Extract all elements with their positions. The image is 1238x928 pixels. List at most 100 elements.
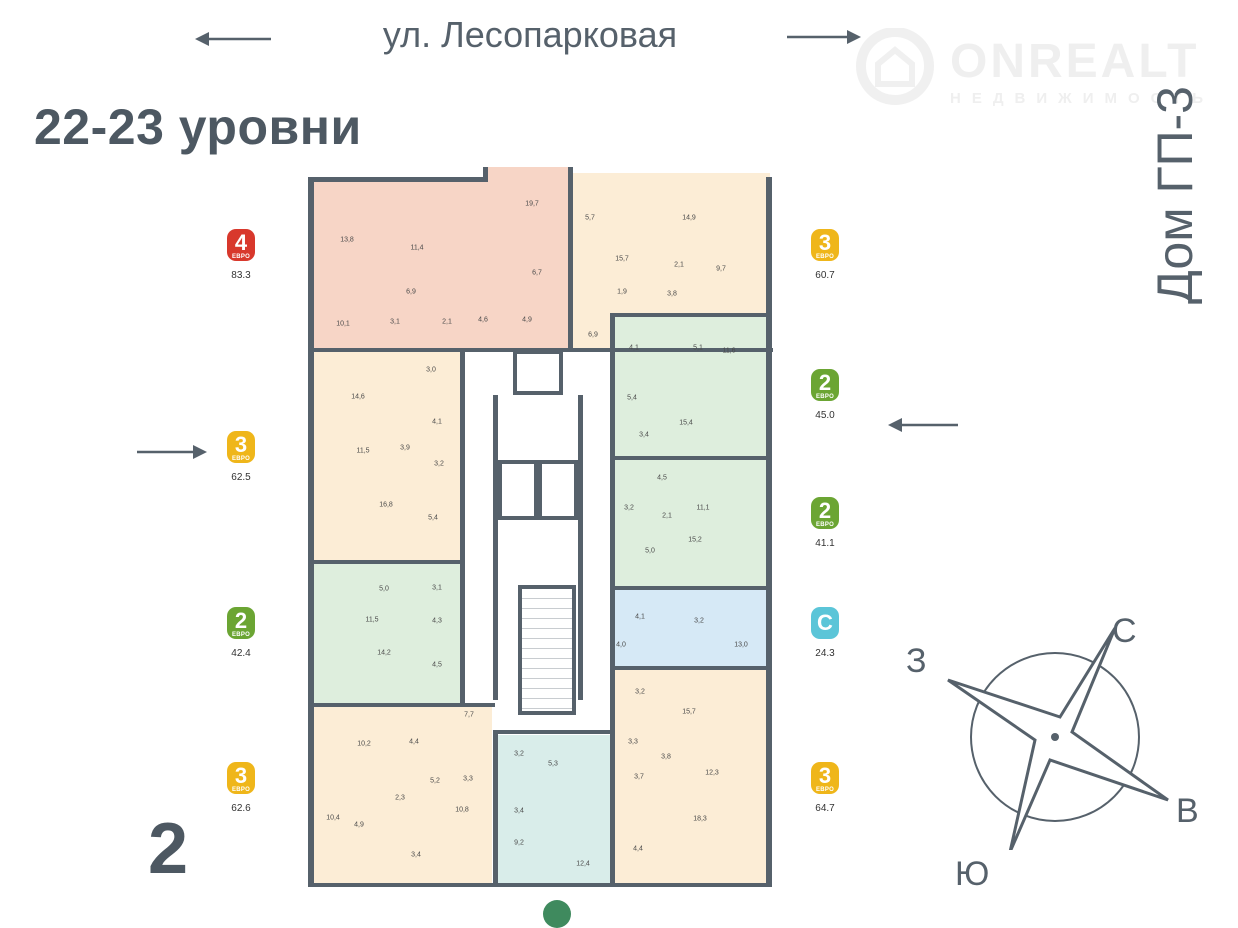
elevator bbox=[513, 350, 563, 395]
room-area-label: 1,9 bbox=[617, 288, 627, 296]
room-area-label: 5,1 bbox=[693, 344, 703, 352]
wall bbox=[568, 167, 573, 350]
room-area-label: 11,4 bbox=[410, 244, 424, 252]
euro-label: ЕВРО bbox=[815, 394, 835, 400]
floor-levels-title: 22-23 уровни bbox=[34, 99, 362, 155]
wall bbox=[610, 456, 772, 460]
room-count: 3 bbox=[234, 763, 248, 788]
room-area-label: 3,3 bbox=[628, 738, 638, 746]
apartment-3-top-right[interactable] bbox=[570, 173, 770, 315]
apartment-3-right-bottom[interactable] bbox=[612, 668, 770, 885]
room-area-label: 3,4 bbox=[411, 851, 421, 859]
room-area-label: 3,8 bbox=[667, 290, 677, 298]
euro-label: ЕВРО bbox=[231, 456, 251, 462]
apartment-2-right-top[interactable] bbox=[612, 315, 770, 458]
core-wall bbox=[578, 395, 583, 700]
arrow-left-icon bbox=[195, 32, 271, 46]
apartment-area: 24.3 bbox=[815, 648, 835, 659]
room-area-label: 4,9 bbox=[354, 821, 364, 829]
wall bbox=[610, 586, 772, 590]
watermark-brand: ONREALT bbox=[950, 35, 1200, 88]
floor-plan bbox=[308, 165, 773, 890]
room-area-label: 16,8 bbox=[379, 501, 393, 509]
euro-label: ЕВРО bbox=[231, 254, 251, 260]
room-area-label: 2,1 bbox=[674, 261, 684, 269]
entrance-arrow-left-icon bbox=[888, 418, 958, 432]
room-area-label: 4,4 bbox=[409, 738, 419, 746]
room-area-label: 2,1 bbox=[442, 318, 452, 326]
compass-north: С bbox=[1112, 612, 1137, 650]
room-area-label: 4,1 bbox=[432, 418, 442, 426]
room-area-label: 4,5 bbox=[657, 474, 667, 482]
apartment-3-left-bottom[interactable] bbox=[310, 705, 492, 885]
room-area-label: 5,4 bbox=[428, 514, 438, 522]
room-area-label: 19,7 bbox=[525, 200, 539, 208]
compass-icon bbox=[947, 627, 1169, 850]
room-area-label: 10,2 bbox=[357, 740, 371, 748]
wall bbox=[308, 703, 495, 707]
apartment-area: 45.0 bbox=[815, 410, 835, 421]
apartment-type-badge[interactable]: С bbox=[811, 607, 839, 639]
wall bbox=[308, 883, 772, 887]
room-area-label: 4,1 bbox=[629, 344, 639, 352]
apartment-studio[interactable] bbox=[612, 588, 770, 668]
elevator bbox=[498, 460, 538, 520]
room-area-label: 3,0 bbox=[426, 366, 436, 374]
room-area-label: 6,9 bbox=[406, 288, 416, 296]
apartment-4-room[interactable] bbox=[310, 177, 570, 350]
room-area-label: 11,5 bbox=[365, 616, 379, 624]
apartment-area: 62.6 bbox=[231, 803, 251, 814]
watermark-logo: ONREALT НЕДВИЖИМОСТЬ bbox=[850, 27, 1203, 123]
house-pin-icon bbox=[856, 27, 934, 105]
entrance-arrow-right-icon bbox=[137, 445, 207, 459]
room-area-label: 15,7 bbox=[615, 255, 629, 263]
room-count: 2 bbox=[818, 498, 832, 523]
room-area-label: 10,1 bbox=[336, 320, 350, 328]
apartment-2-right-mid[interactable] bbox=[612, 458, 770, 588]
room-area-label: 5,7 bbox=[585, 214, 595, 222]
wall bbox=[766, 177, 772, 885]
apartment-2-left[interactable] bbox=[310, 562, 462, 705]
room-area-label: 4,9 bbox=[522, 316, 532, 324]
core-wall bbox=[493, 395, 498, 700]
wall bbox=[493, 730, 498, 885]
room-area-label: 3,7 bbox=[634, 773, 644, 781]
staircase bbox=[518, 585, 576, 715]
room-area-label: 15,7 bbox=[682, 708, 696, 716]
apartment-area: 42.4 bbox=[231, 648, 251, 659]
room-area-label: 3,9 bbox=[400, 444, 410, 452]
room-area-label: 6,9 bbox=[588, 331, 598, 339]
room-area-label: 3,2 bbox=[434, 460, 444, 468]
wall bbox=[610, 313, 772, 317]
room-area-label: 14,6 bbox=[351, 393, 365, 401]
room-area-label: 12,3 bbox=[705, 769, 719, 777]
wall bbox=[308, 560, 465, 564]
watermark-subtitle: НЕДВИЖИМОСТЬ bbox=[950, 90, 1215, 107]
apartment-area: 60.7 bbox=[815, 270, 835, 281]
room-area-label: 14,2 bbox=[377, 649, 391, 657]
room-area-label: 18,3 bbox=[693, 815, 707, 823]
room-area-label: 4,1 bbox=[635, 613, 645, 621]
apartment-badge-partial bbox=[543, 900, 571, 928]
room-area-label: 3,4 bbox=[639, 431, 649, 439]
apartment-3-left[interactable] bbox=[310, 350, 462, 562]
apartment-area: 83.3 bbox=[231, 270, 251, 281]
room-area-label: 3,4 bbox=[514, 807, 524, 815]
arrow-right-icon bbox=[787, 30, 861, 44]
room-area-label: 5,2 bbox=[430, 777, 440, 785]
elevator bbox=[538, 460, 578, 520]
wall bbox=[610, 315, 615, 885]
room-area-label: 11,6 bbox=[722, 347, 736, 355]
room-area-label: 3,1 bbox=[432, 584, 442, 592]
room-area-label: 2,3 bbox=[395, 794, 405, 802]
room-area-label: 7,7 bbox=[464, 711, 474, 719]
apartment-bottom-center[interactable] bbox=[495, 735, 612, 885]
